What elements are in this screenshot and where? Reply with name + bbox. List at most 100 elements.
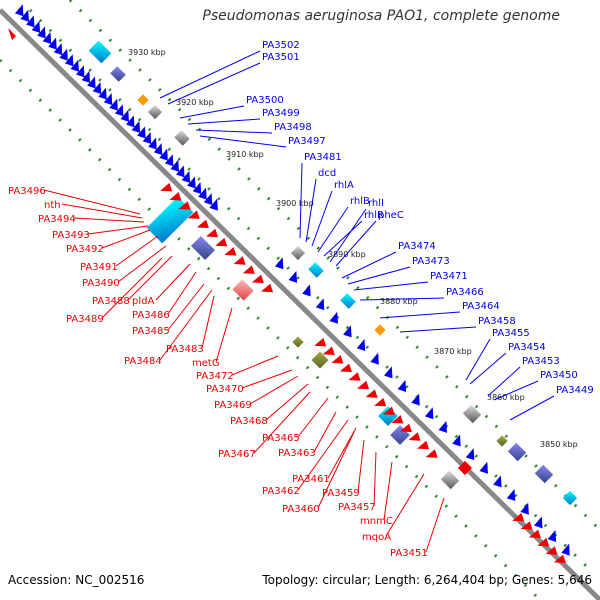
forward-gene-label: dcd [318, 168, 336, 179]
forward-gene-block [507, 442, 527, 462]
forward-leader-line [399, 326, 477, 333]
forward-gene-block [137, 94, 149, 106]
forward-arrow [153, 143, 163, 156]
reverse-leader-line [357, 439, 365, 493]
reverse-gene-block [457, 460, 473, 476]
ruler-label: 3850 kbp [540, 440, 578, 449]
forward-arrow [64, 54, 74, 67]
reverse-gene-label: PA3472 [196, 371, 234, 382]
forward-arrow [187, 176, 196, 189]
forward-arrow [424, 407, 434, 420]
forward-leader-line [179, 105, 245, 119]
forward-arrow [131, 120, 141, 133]
reverse-arrow [187, 210, 200, 219]
reverse-leader-line [115, 235, 159, 267]
forward-arrow [142, 131, 152, 145]
reverse-gene-labels: PA3496nthPA3494PA3493PA3492PA3491PA3490P… [8, 186, 445, 559]
ruler-label: 3930 kbp [128, 48, 166, 57]
forward-arrow [92, 81, 102, 95]
forward-arrow [198, 187, 207, 200]
forward-leader-line [167, 62, 261, 105]
reverse-leader-line [159, 289, 213, 361]
reverse-leader-line [231, 355, 279, 376]
reverse-gene-block [232, 279, 254, 301]
forward-gene-block [174, 130, 190, 146]
forward-leader-line [199, 135, 287, 148]
forward-leader-line [323, 220, 363, 257]
ruler-label: 3920 kbp [176, 98, 214, 107]
reverse-gene-block [292, 336, 304, 348]
reverse-gene-label: PA3463 [278, 448, 316, 459]
forward-arrow [87, 76, 96, 89]
forward-leader-line [159, 50, 261, 99]
reverse-leader-line [241, 369, 293, 389]
forward-arrow [479, 461, 488, 474]
reverse-arrow [196, 219, 209, 229]
reverse-leader-line [73, 217, 145, 223]
reverse-gene-label: PA3467 [218, 449, 256, 460]
reverse-arrow [348, 372, 361, 381]
forward-arrow [170, 159, 179, 172]
forward-leader-line [465, 338, 491, 381]
reverse-arrow [537, 537, 550, 547]
forward-arrow [159, 148, 168, 161]
forward-arrow [114, 104, 124, 117]
forward-gene-label: PA3502 [262, 40, 300, 51]
forward-leader-line [317, 206, 349, 253]
forward-dotted-track [28, 8, 592, 572]
forward-gene-label: PA3458 [478, 316, 516, 327]
reverse-gene-label: PA3496 [8, 186, 46, 197]
forward-gene-block [110, 66, 126, 82]
reverse-leader-line [101, 229, 151, 249]
reverse-arrow [425, 449, 438, 458]
forward-arrow [343, 325, 352, 338]
reverse-leader-line [297, 419, 349, 491]
reverse-leader-line [61, 203, 143, 219]
forward-arrow [120, 109, 129, 122]
reverse-gene-block [190, 235, 216, 261]
forward-leader-line [311, 190, 333, 247]
forward-gene-label: PA3473 [412, 256, 450, 267]
forward-arrow [520, 502, 529, 515]
forward-gene-block [147, 104, 163, 120]
forward-arrow [274, 257, 284, 270]
corner-marker [8, 28, 16, 40]
forward-gene-block [88, 40, 112, 64]
reverse-leader-line [425, 497, 445, 553]
forward-arrow [209, 198, 218, 211]
accession-text: Accession: NC_002516 [8, 573, 145, 587]
forward-arrow [452, 434, 461, 447]
forward-arrow [137, 126, 146, 139]
forward-gene-block [290, 245, 306, 261]
forward-leader-line [335, 220, 377, 267]
forward-gene-block [496, 435, 508, 447]
reverse-leader-line [117, 245, 167, 283]
forward-gene-label: PA3464 [462, 301, 500, 312]
forward-arrow [48, 37, 57, 50]
forward-arrow [31, 20, 41, 33]
backbone-line [0, 8, 600, 600]
forward-arrow [126, 115, 135, 128]
map-title: Pseudomonas aeruginosa PAO1, complete ge… [202, 8, 560, 24]
reverse-arrow [242, 265, 255, 274]
reverse-gene-label: PA3457 [338, 502, 376, 513]
forward-arrows [14, 4, 570, 556]
reverse-leader-line [383, 461, 393, 521]
reverse-leader-line [253, 391, 311, 454]
forward-gene-labels: PA3502PA3501PA3500PA3499PA3498PA3497PA34… [159, 40, 594, 421]
forward-leader-line [509, 395, 555, 421]
reverse-leader-line [101, 257, 163, 319]
reverse-gene-label: PA3460 [282, 504, 320, 515]
reverse-gene-label: PA3488 [92, 296, 130, 307]
reverse-arrow [178, 201, 191, 210]
forward-arrow [547, 529, 557, 542]
forward-leader-line [353, 281, 429, 291]
reverse-arrow [206, 228, 219, 238]
reverse-arrow [391, 415, 404, 424]
forward-arrow [37, 26, 46, 39]
reverse-leader-line [167, 271, 197, 315]
reverse-gene-label: PA3468 [230, 416, 268, 427]
reverse-gene-label: PA3484 [124, 356, 162, 367]
reverse-gene-label: PA3451 [390, 548, 428, 559]
